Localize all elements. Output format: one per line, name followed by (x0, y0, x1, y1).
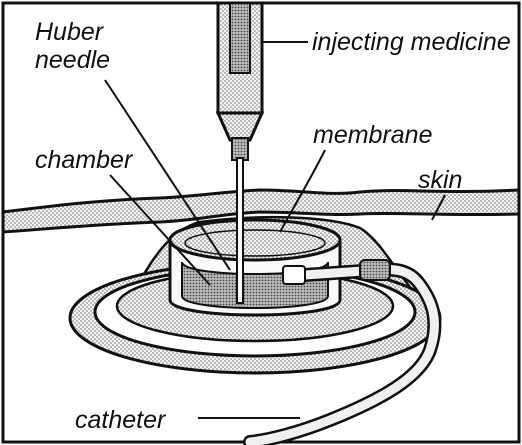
catheter-connector (283, 266, 305, 284)
needle-hub (232, 138, 248, 160)
label-needle: needle (35, 46, 110, 74)
huber-needle (237, 158, 243, 303)
label-huber: Huber (35, 18, 105, 46)
label-chamber: chamber (35, 146, 134, 174)
label-skin: skin (418, 166, 462, 194)
membrane-top (170, 220, 340, 260)
label-injecting-medicine: injecting medicine (312, 28, 511, 56)
catheter-lock (360, 260, 390, 280)
syringe-plunger (230, 3, 250, 73)
label-membrane: membrane (313, 121, 433, 149)
label-catheter: catheter (75, 406, 167, 434)
